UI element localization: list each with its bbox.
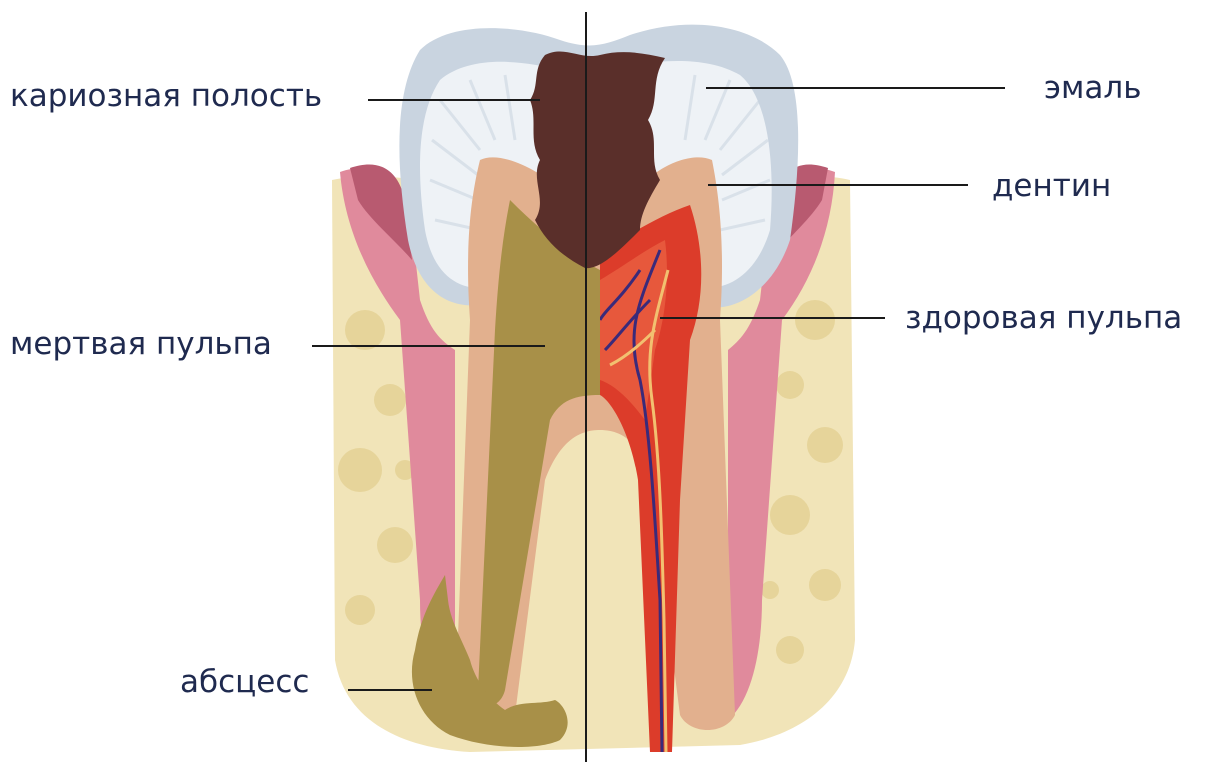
label-caries-cavity: кариозная полость [10, 78, 322, 114]
label-dentin: дентин [992, 168, 1111, 204]
label-abscess: абсцесс [180, 664, 309, 700]
label-enamel: эмаль [1044, 70, 1141, 106]
label-dead-pulp: мертвая пульпа [10, 326, 272, 362]
label-healthy-pulp: здоровая пульпа [905, 300, 1182, 336]
